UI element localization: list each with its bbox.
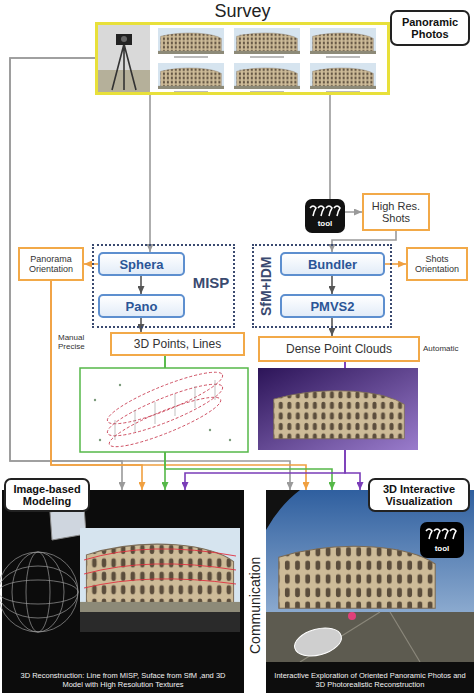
- process-box: Pano: [98, 294, 185, 318]
- panel-title: Image-based Modeling: [4, 478, 90, 512]
- connector-arrow: [149, 95, 151, 252]
- box-text: Panoramic Photos: [392, 16, 468, 40]
- logo-text: tool: [305, 219, 345, 228]
- connector-arrow: [140, 318, 142, 332]
- process-box: Bundler: [280, 252, 385, 276]
- output-panel: 3D Interactive VisualizationInteractive …: [266, 490, 474, 693]
- group-title: SfM+IDM: [256, 250, 276, 322]
- survey-photos: [98, 25, 376, 93]
- modeling-render: [0, 490, 244, 693]
- point-cloud-image: [258, 368, 418, 450]
- group-title: MISP: [190, 274, 232, 291]
- panel-caption: Interactive Exploration of Oriented Pano…: [272, 671, 468, 689]
- data-box: Shots Orientation: [406, 247, 468, 281]
- group-box: MISP SpheraPano: [92, 244, 235, 328]
- tool-logo: [305, 199, 345, 233]
- side-title: Communication: [246, 540, 264, 670]
- box-text: Sphera: [119, 257, 163, 272]
- line-model-image: [80, 364, 248, 455]
- connector-arrow: [140, 276, 142, 294]
- process-box: PMVS2: [280, 294, 385, 318]
- note-text: Automatic: [423, 344, 473, 353]
- label-box: Panoramic Photos: [390, 10, 470, 46]
- connector-arrow: [332, 231, 396, 252]
- connector-arrow: [331, 276, 333, 294]
- data-box: 3D Points, Lines: [110, 332, 245, 356]
- connector-arrow: [385, 263, 406, 265]
- connector-arrow: [10, 58, 290, 490]
- box-text: Shots Orientation: [408, 254, 466, 274]
- visualization-render: [266, 490, 474, 693]
- data-box: High Res. Shots: [362, 193, 430, 231]
- box-text: Dense Point Clouds: [286, 343, 392, 355]
- section-title: Survey: [98, 1, 387, 22]
- connector-arrow: [84, 263, 98, 265]
- data-box: Dense Point Clouds: [258, 336, 420, 362]
- group-box: SfM+IDM BundlerPMVS2: [252, 244, 392, 328]
- box-text: PMVS2: [310, 299, 354, 314]
- box-text: Panorama Orientation: [20, 254, 82, 274]
- note-text: Manual Precise: [58, 333, 104, 351]
- data-box: Panorama Orientation: [18, 247, 84, 281]
- survey-box: SurveyPanoramic Photos: [95, 22, 390, 95]
- box-text: Pano: [126, 299, 158, 314]
- panel-title: 3D Interactive Visualization: [368, 478, 470, 512]
- panel-caption: 3D Reconstruction: Line from MISP, Sufac…: [10, 671, 236, 689]
- box-text: 3D Points, Lines: [134, 338, 221, 350]
- logo-text: tool: [420, 544, 464, 553]
- output-panel: Image-based Modeling3D Reconstruction: L…: [2, 490, 244, 693]
- process-box: Sphera: [98, 252, 185, 276]
- box-text: Bundler: [308, 257, 357, 272]
- box-text: High Res. Shots: [364, 200, 428, 224]
- connector-arrow: [330, 95, 362, 212]
